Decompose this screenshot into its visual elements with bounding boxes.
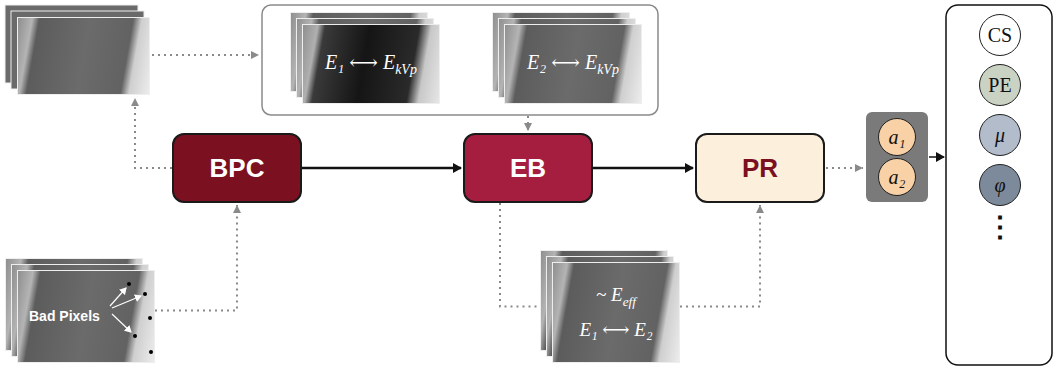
dotted-arrow xyxy=(527,116,529,131)
output-panel xyxy=(946,5,1052,365)
variable-circle: a₁ xyxy=(878,118,916,156)
process-box: PR xyxy=(695,133,825,203)
process-box: BPC xyxy=(172,133,302,203)
image-stack: ~ Eeff E₁ ⟷ E₂ xyxy=(540,250,680,363)
coefficient-panel xyxy=(866,112,928,202)
node-label: E₁ ⟷ EkVp xyxy=(325,50,417,79)
node-label: φ xyxy=(994,173,1005,198)
node-label: CS xyxy=(988,23,1012,48)
node-label: PE xyxy=(988,73,1011,98)
node-label: EB xyxy=(510,152,546,185)
variable-circle: φ xyxy=(979,164,1021,206)
variable-circle: μ xyxy=(979,114,1021,156)
dotted-arrow xyxy=(152,54,259,56)
image-layer xyxy=(552,262,680,363)
node-label: ~ Eeff xyxy=(596,283,636,310)
solid-arrow xyxy=(929,156,944,158)
node-label: PR xyxy=(742,152,778,185)
image-layer xyxy=(17,17,150,95)
ellipsis-label: ⋮ xyxy=(985,210,1015,243)
image-stack: Bad Pixels xyxy=(5,258,155,363)
process-box: EB xyxy=(463,133,593,203)
dotted-arrow xyxy=(826,167,863,169)
node-label: Bad Pixels xyxy=(29,308,100,326)
node-label: a₂ xyxy=(889,165,906,190)
node-label: E₂ ⟷ EkVp xyxy=(527,50,619,79)
dotted-connector xyxy=(155,205,237,311)
image-stack: E₂ ⟷ EkVp xyxy=(492,12,642,104)
dotted-arrow xyxy=(135,98,172,168)
solid-connector xyxy=(302,167,461,170)
image-stack: E₁ ⟷ EkVp xyxy=(290,12,440,104)
solid-connector xyxy=(593,167,693,170)
dotted-connector xyxy=(680,205,760,307)
image-frame xyxy=(17,17,150,95)
node-label: a₁ xyxy=(889,125,906,150)
variable-circle: PE xyxy=(979,64,1021,106)
variable-circle: CS xyxy=(979,14,1021,56)
node-label: μ xyxy=(995,123,1005,148)
node-label: BPC xyxy=(210,152,265,185)
variable-circle: a₂ xyxy=(878,158,916,196)
node-label: E₁ ⟷ E₂ xyxy=(579,318,652,342)
group-frame xyxy=(262,5,658,115)
